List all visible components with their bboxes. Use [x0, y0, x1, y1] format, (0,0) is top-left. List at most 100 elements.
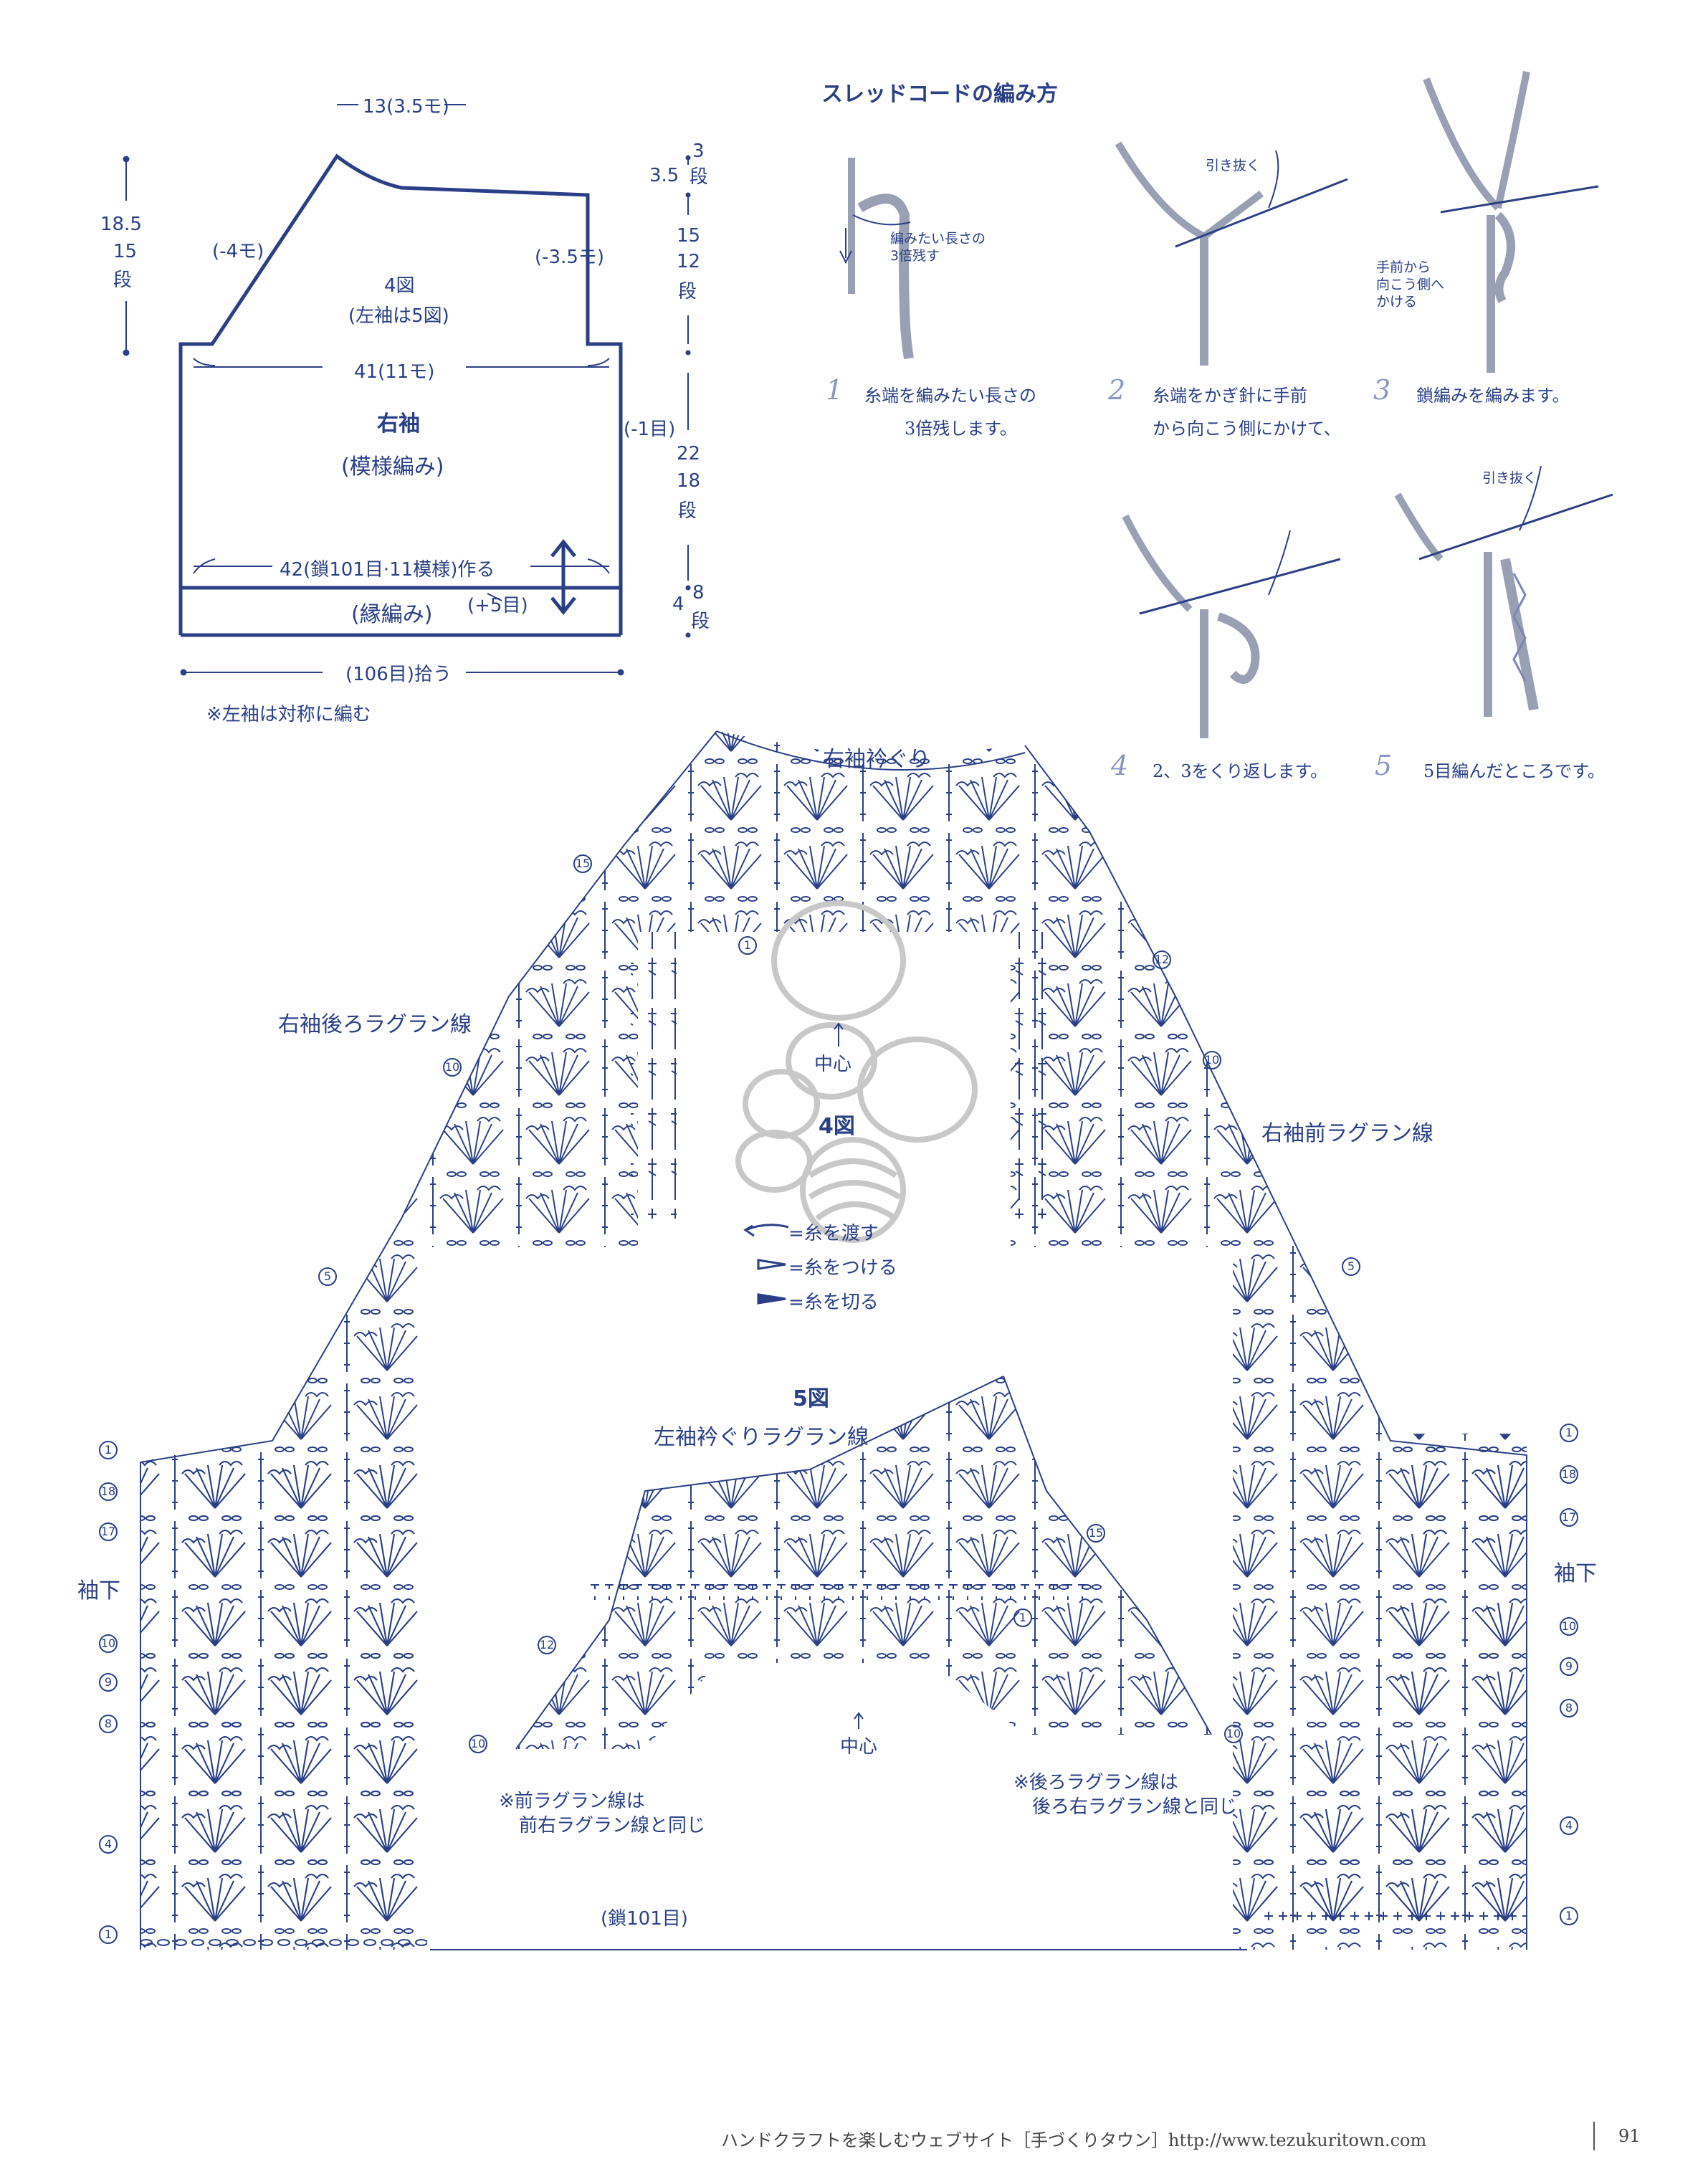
yarn-watermark — [735, 900, 978, 1243]
cord-illustrations — [839, 71, 1613, 738]
chart-5-outline — [515, 1376, 1212, 1750]
chart-5-center-label: 中心 — [840, 1736, 878, 1758]
legend-symbols — [743, 1224, 789, 1305]
side-decrease-label: (-1目) — [624, 419, 676, 440]
row-marker-8-right: 8 — [1560, 1699, 1578, 1717]
cast-on-label: 42(鎖101目·11模様)作る — [280, 559, 495, 581]
chart-4-neck-label: 右袖衿ぐり — [823, 747, 930, 772]
center-arrows — [834, 1022, 864, 1729]
row-marker-15: 15 — [573, 854, 592, 873]
row-marker-5-left: 5 — [318, 1267, 337, 1286]
cord-step-2-text-2: から向こう側にかけて、 — [1153, 419, 1341, 439]
chart-4-title: 4図 — [819, 1114, 855, 1139]
legend-pass-yarn: =糸を渡す — [788, 1223, 879, 1244]
chart-5-row-marker-1: 1 — [1013, 1608, 1032, 1627]
left-rows-label: 15 — [113, 241, 138, 262]
row-marker-10-right: 10 — [1203, 1051, 1221, 1069]
chart-5-row-marker-10-left: 10 — [469, 1735, 487, 1753]
left-rows-unit: 段 — [113, 270, 133, 291]
mirror-note: ※左袖は対称に編む — [206, 704, 371, 725]
right-decrease-label: (-3.5モ) — [535, 247, 605, 268]
row-marker-4-left: 4 — [99, 1835, 118, 1854]
dim-r3-unit: 段 — [678, 500, 697, 522]
row-marker-9-left: 9 — [99, 1673, 118, 1692]
underarm-left-upper — [143, 1455, 416, 1570]
chart-4-back-raglan-label: 右袖後ろラグラン線 — [278, 1012, 472, 1037]
row-marker-10-lower-right: 10 — [1560, 1617, 1578, 1636]
cord-step-3-callout-3: かける — [1376, 294, 1418, 310]
chart-4-front-raglan-label: 右袖前ラグラン線 — [1261, 1121, 1433, 1146]
chart-5-subtitle: 左袖衿ぐりラグラン線 — [654, 1425, 869, 1450]
row-marker-9-right: 9 — [1560, 1657, 1578, 1676]
pattern-label: (模様編み) — [341, 454, 444, 480]
underarm-right-upper — [1405, 1434, 1527, 1548]
page-number: 91 — [1618, 2126, 1641, 2146]
sleeve-schematic — [123, 104, 691, 676]
top-width-label: 13(3.5モ) — [363, 96, 449, 118]
chart-5-front-note-2: 前右ラグラン線と同じ — [519, 1815, 706, 1836]
row-marker-1-bottom-right: 1 — [1560, 1907, 1578, 1925]
dim-r3-value: 22 — [677, 443, 701, 464]
row-marker-10-lower-left: 10 — [99, 1634, 118, 1653]
sleeve-title: 右袖 — [377, 411, 420, 437]
chart-4-center-label: 中心 — [814, 1054, 852, 1075]
edge-label: (縁編み) — [351, 602, 433, 627]
row-marker-1-center: 1 — [738, 936, 757, 955]
chart-5-row-marker-15: 15 — [1087, 1524, 1105, 1543]
underarm-right-label: 袖下 — [1554, 1561, 1597, 1586]
row-marker-18-right: 18 — [1560, 1465, 1578, 1484]
edge-increase-label: (+5目) — [467, 595, 528, 616]
row-marker-1-right: 1 — [1560, 1424, 1578, 1442]
underarm-left-label: 袖下 — [77, 1578, 120, 1603]
schematic-outline — [178, 153, 623, 590]
legend-cut-yarn: =糸を切る — [788, 1292, 879, 1313]
cord-step-2-drawing — [1115, 141, 1348, 366]
chain-count-label: (鎖101目) — [601, 1908, 688, 1930]
row-marker-1-left: 1 — [99, 1441, 118, 1459]
chart-5-row-marker-12: 12 — [538, 1636, 556, 1654]
legend-join-yarn: =糸をつける — [788, 1257, 897, 1279]
cord-step-1-callout-1: 編みたい長さの — [890, 231, 986, 247]
cord-step-4-text-1: 2、3をくり返します。 — [1153, 761, 1328, 781]
cord-step-4-drawing — [1122, 514, 1341, 738]
row-marker-4-right: 4 — [1560, 1816, 1578, 1835]
row-marker-18-left: 18 — [99, 1482, 118, 1501]
cord-step-2-callout: 引き抜く — [1206, 158, 1261, 173]
underarm-left-block — [143, 1598, 416, 1914]
row-marker-1-bottom-left: 1 — [99, 1925, 118, 1944]
chart-4-columns-right — [1003, 932, 1049, 1219]
dim-r1-rows: 3 — [692, 140, 705, 162]
dim-r1-unit: 段 — [690, 166, 709, 188]
cord-step-5-drawing — [1394, 465, 1613, 717]
cord-step-5-text-1: 5目編んだところです。 — [1423, 761, 1605, 781]
dim-r2-rows: 12 — [677, 251, 701, 272]
fig-ref-note: (左袖は5図) — [348, 305, 449, 327]
dim-r1-value: 3.5 — [649, 165, 679, 186]
underarm-right-mid — [1390, 1591, 1519, 1720]
cord-step-1-number: 1 — [826, 374, 844, 406]
chart-5-title: 5図 — [793, 1386, 829, 1411]
cord-step-1-text-2: 3倍残します。 — [905, 419, 1017, 439]
chart-4-center-gap — [638, 932, 1011, 1247]
dim-r2-unit: 段 — [678, 281, 697, 302]
chart-4-columns-left — [631, 932, 677, 1219]
cord-step-2-text-1: 糸端をかぎ針に手前 — [1153, 386, 1307, 406]
cord-step-3-callout-2: 向こう側へ — [1376, 277, 1445, 292]
cord-step-4-number: 4 — [1111, 750, 1129, 781]
chart-5-cross-row — [588, 1584, 1089, 1600]
cord-title: スレッドコードの編み方 — [821, 82, 1058, 107]
cord-step-3-callout-1: 手前から — [1376, 259, 1431, 275]
row-marker-8-left: 8 — [99, 1715, 118, 1733]
row-marker-17-left: 17 — [99, 1522, 118, 1541]
body-width-label: 41(11モ) — [354, 361, 435, 383]
dim-r2-value: 15 — [677, 225, 701, 247]
row-marker-17-right: 17 — [1560, 1508, 1578, 1527]
left-height-label: 18.5 — [100, 214, 142, 235]
chart-5-front-note-1: ※前ラグラン線は — [499, 1791, 645, 1812]
row-marker-5-right: 5 — [1342, 1257, 1360, 1276]
cord-step-3-drawing — [1423, 71, 1599, 373]
row-marker-10-left: 10 — [443, 1058, 462, 1077]
chart-5-back-note-1: ※後ろラグラン線は — [1013, 1772, 1178, 1793]
dim-r3-rows: 18 — [677, 470, 701, 492]
